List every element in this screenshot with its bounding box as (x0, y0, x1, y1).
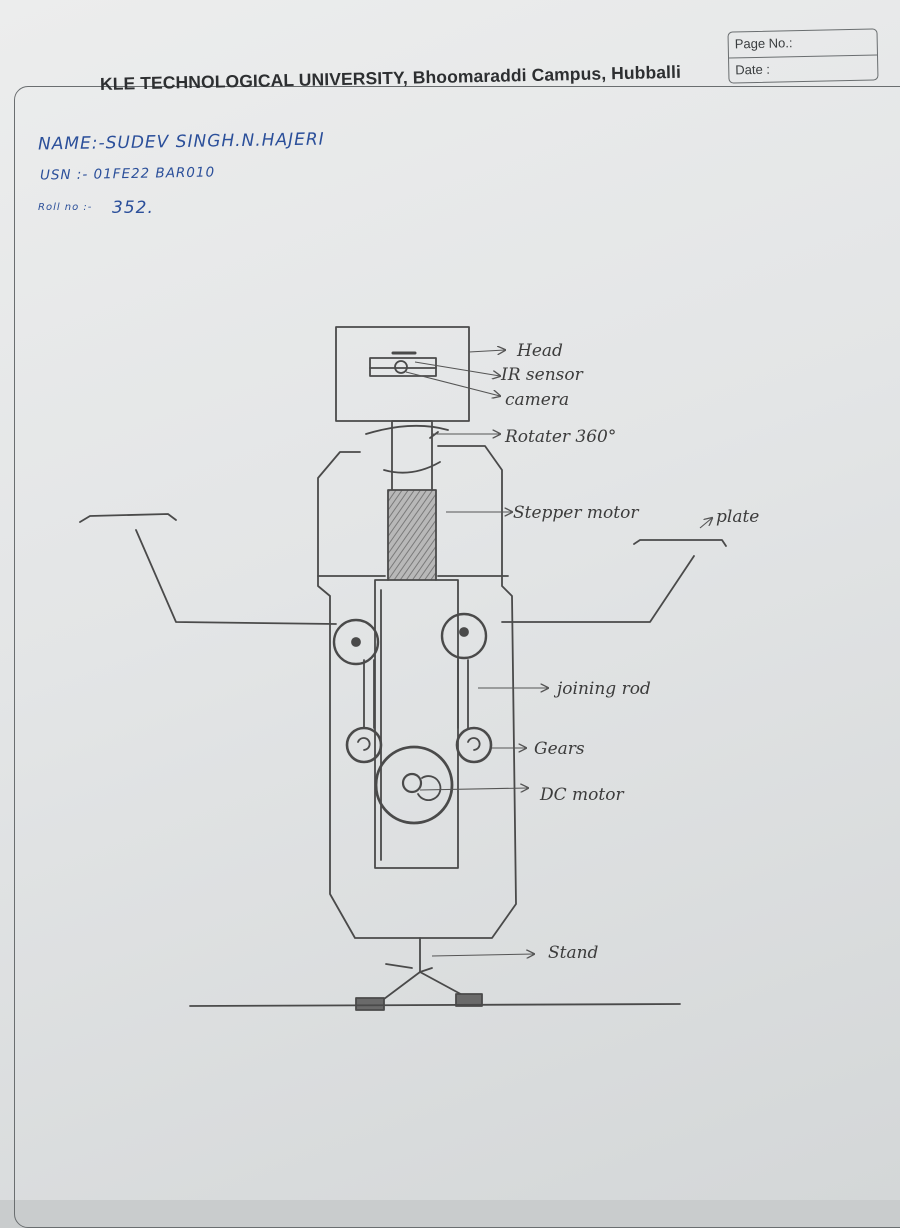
leader-ir-sensor (414, 361, 500, 376)
label-gears: Gears (534, 739, 585, 759)
label-camera: camera (505, 390, 569, 410)
label-ir-sensor: IR sensor (500, 365, 584, 385)
robot-body (317, 445, 517, 939)
gear-right (455, 726, 493, 764)
gear-left (345, 726, 383, 764)
upper-pulley-right (440, 612, 488, 660)
joining-rods (363, 659, 469, 729)
head-box (335, 326, 470, 422)
label-stepper-motor: Stepper motor (513, 503, 639, 523)
label-head: Head (516, 341, 563, 361)
upper-pulley-left (332, 618, 380, 666)
stepper-motor (387, 489, 437, 581)
left-arm (79, 513, 337, 625)
leader-stand (431, 954, 534, 956)
leader-camera (405, 371, 500, 396)
foot-left (355, 997, 385, 1011)
roll-number: 352. (112, 198, 154, 218)
rotater-shaft (365, 420, 449, 492)
label-rotater: Rotater 360° (504, 427, 616, 447)
dc-motor (374, 745, 454, 825)
leader-head (468, 350, 505, 352)
right-arm (501, 539, 727, 623)
label-joining-rod: joining rod (553, 679, 651, 699)
robot-diagram: Head IR sensor camera Rotater 360° Stepp… (79, 326, 759, 1011)
foot-right (455, 993, 483, 1007)
label-dc-motor: DC motor (539, 785, 624, 805)
inner-frame (374, 579, 459, 869)
camera-lens (394, 360, 408, 374)
leader-dc-motor (419, 788, 528, 790)
label-plate: plate (716, 507, 759, 527)
roll-label: Roll no :- (38, 202, 93, 213)
leader-plate (699, 518, 712, 529)
ground-line (189, 1003, 681, 1007)
label-stand: Stand (548, 943, 599, 963)
stand (379, 937, 469, 1003)
